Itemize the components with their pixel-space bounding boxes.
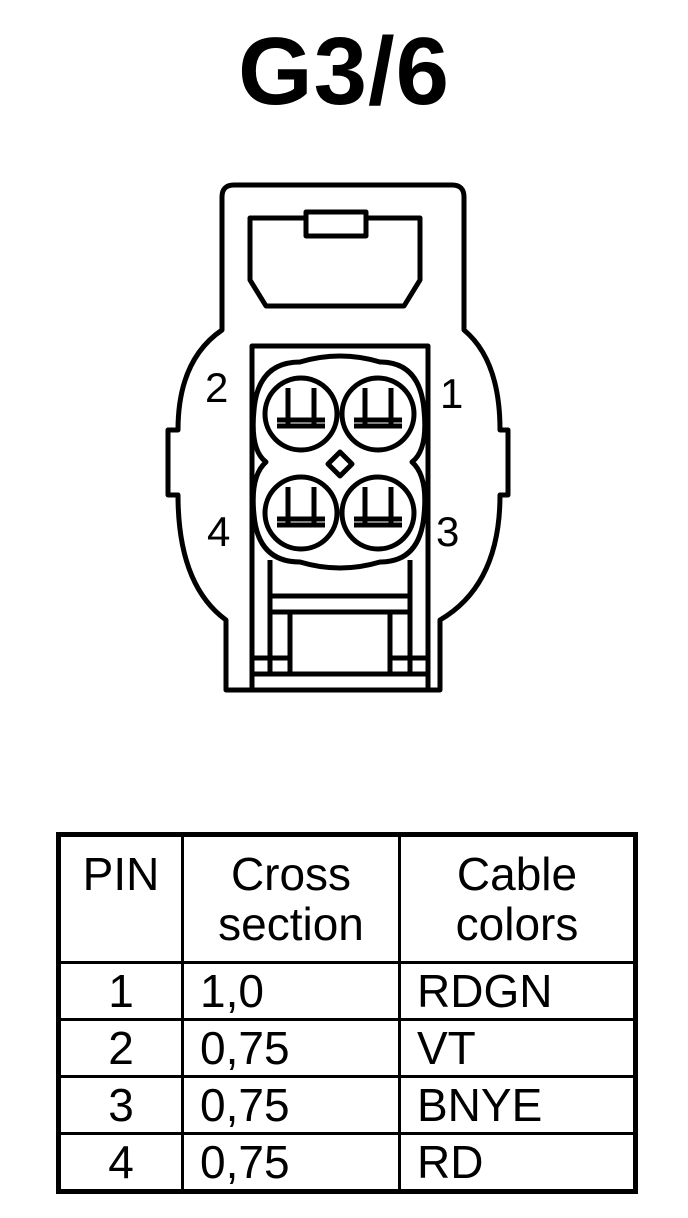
pin-label-4: 4 bbox=[207, 508, 230, 555]
cell-pin: 4 bbox=[57, 1132, 184, 1193]
cell-cable-color: RD bbox=[398, 1132, 637, 1193]
table-row: 1 1,0 RDGN bbox=[57, 961, 637, 1021]
cell-cross-section: 0,75 bbox=[181, 1018, 401, 1078]
foot-left bbox=[249, 655, 290, 690]
pin-label-1: 1 bbox=[440, 370, 463, 417]
header-pin: PIN bbox=[57, 833, 184, 964]
foot-right bbox=[390, 655, 431, 690]
cell-pin: 3 bbox=[57, 1075, 184, 1135]
connector-housing bbox=[165, 182, 511, 693]
latch-tab bbox=[303, 209, 369, 239]
key-diamond bbox=[325, 449, 355, 479]
pin-circle-2 bbox=[262, 375, 340, 453]
pin-circle-1 bbox=[339, 375, 417, 453]
cell-cross-section: 1,0 bbox=[181, 961, 401, 1021]
pin-circle-3 bbox=[339, 474, 417, 552]
pin-table: PIN Cross section Cable colors 1 1,0 RDG… bbox=[56, 832, 638, 1194]
pin-cavity-outline bbox=[250, 353, 428, 571]
table-row: 4 0,75 RD bbox=[57, 1132, 637, 1193]
terminal-1 bbox=[354, 388, 402, 429]
header-cross-section: Cross section bbox=[181, 833, 401, 964]
header-cable-colors: Cable colors bbox=[398, 833, 637, 964]
terminal-4 bbox=[277, 487, 325, 528]
cell-pin: 2 bbox=[57, 1018, 184, 1078]
pin-circle-4 bbox=[262, 474, 340, 552]
pin-table-header: PIN Cross section Cable colors bbox=[57, 833, 637, 964]
cell-cable-color: BNYE bbox=[398, 1075, 637, 1135]
terminal-2 bbox=[277, 388, 325, 429]
cell-cable-color: VT bbox=[398, 1018, 637, 1078]
pin-label-3: 3 bbox=[436, 508, 459, 555]
pin-label-2: 2 bbox=[205, 364, 228, 411]
table-row: 2 0,75 VT bbox=[57, 1018, 637, 1078]
latch-window bbox=[247, 215, 423, 309]
cell-pin: 1 bbox=[57, 961, 184, 1021]
table-row: 3 0,75 BNYE bbox=[57, 1075, 637, 1135]
connector-drawing: 2 1 4 3 bbox=[165, 182, 511, 693]
cell-cable-color: RDGN bbox=[398, 961, 637, 1021]
cell-cross-section: 0,75 bbox=[181, 1075, 401, 1135]
cell-cross-section: 0,75 bbox=[181, 1132, 401, 1193]
connector-title: G3/6 bbox=[237, 18, 451, 125]
terminal-3 bbox=[354, 487, 402, 528]
